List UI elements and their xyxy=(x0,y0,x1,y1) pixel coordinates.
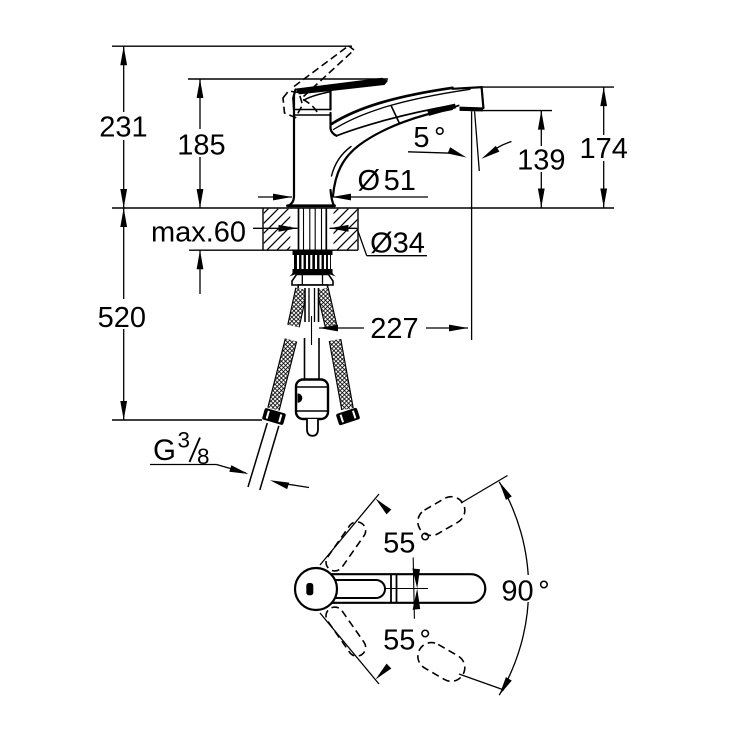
svg-text:Ø51: Ø51 xyxy=(358,165,416,197)
svg-text:55°: 55° xyxy=(383,625,431,657)
svg-text:5°: 5° xyxy=(413,122,445,154)
svg-text:G: G xyxy=(153,434,176,467)
svg-text:3: 3 xyxy=(178,428,191,453)
svg-text:139: 139 xyxy=(517,145,565,177)
svg-text:90°: 90° xyxy=(501,576,549,608)
svg-text:Ø34: Ø34 xyxy=(370,228,425,260)
svg-text:max.60: max.60 xyxy=(151,217,246,249)
svg-text:227: 227 xyxy=(370,313,418,345)
svg-text:231: 231 xyxy=(99,112,147,144)
svg-text:55°: 55° xyxy=(383,528,431,560)
svg-text:8: 8 xyxy=(197,444,210,469)
svg-text:174: 174 xyxy=(580,133,628,165)
svg-text:185: 185 xyxy=(177,129,225,161)
svg-text:520: 520 xyxy=(98,302,146,334)
